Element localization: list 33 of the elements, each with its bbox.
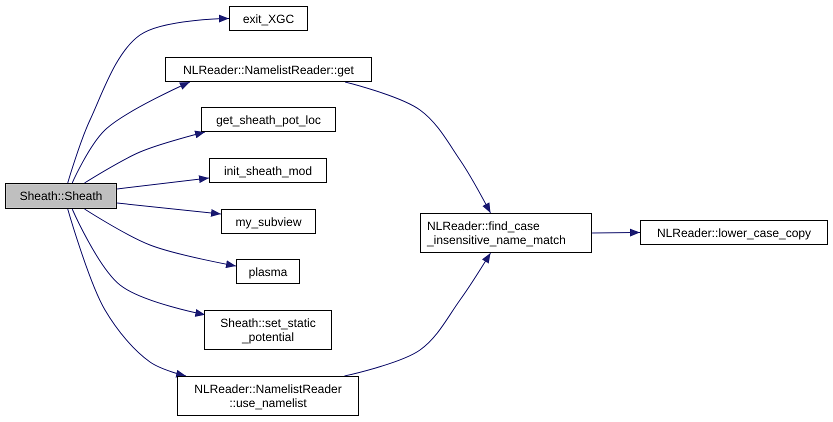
function-name: plasma: [248, 264, 288, 278]
function-box: [201, 107, 336, 132]
function-box: [236, 259, 300, 284]
function-name: NLReader::lower_case_copy: [656, 226, 812, 240]
call-arrow: [344, 82, 492, 214]
function-name: NLReader::find_case _insensitive_name_match: [427, 219, 567, 247]
call-arrow: [84, 208, 236, 268]
function-box: [209, 158, 327, 183]
function-name: NLReader::NamelistReader::get: [183, 62, 354, 76]
function-name: exit_XGC: [242, 12, 294, 26]
function-box: [640, 220, 828, 245]
function-box: [420, 213, 592, 253]
function-box: [5, 183, 117, 209]
function-name: Sheath::Sheath: [20, 189, 102, 203]
function-box: [165, 57, 372, 82]
function-box: [177, 376, 359, 416]
function-name: get_sheath_pot_loc: [216, 112, 321, 126]
function-box: [221, 209, 316, 234]
call-arrow: [344, 252, 492, 376]
call-arrow: [72, 208, 206, 317]
call-arrow: [84, 130, 206, 184]
call-arrow: [67, 14, 230, 184]
call-arrow: [592, 228, 640, 237]
function-name: my_subview: [235, 214, 302, 228]
function-name: Sheath::set_static _potential: [219, 316, 317, 344]
call-arrow: [72, 82, 190, 184]
function-name: init_sheath_mod: [224, 164, 312, 178]
function-box: [204, 310, 332, 350]
function-name: NLReader::NamelistReader ::use_namelist: [193, 382, 343, 410]
call-arrow: [116, 175, 210, 190]
call-arrow: [116, 202, 222, 217]
call-arrow: [67, 208, 187, 378]
function-box: [229, 6, 308, 31]
